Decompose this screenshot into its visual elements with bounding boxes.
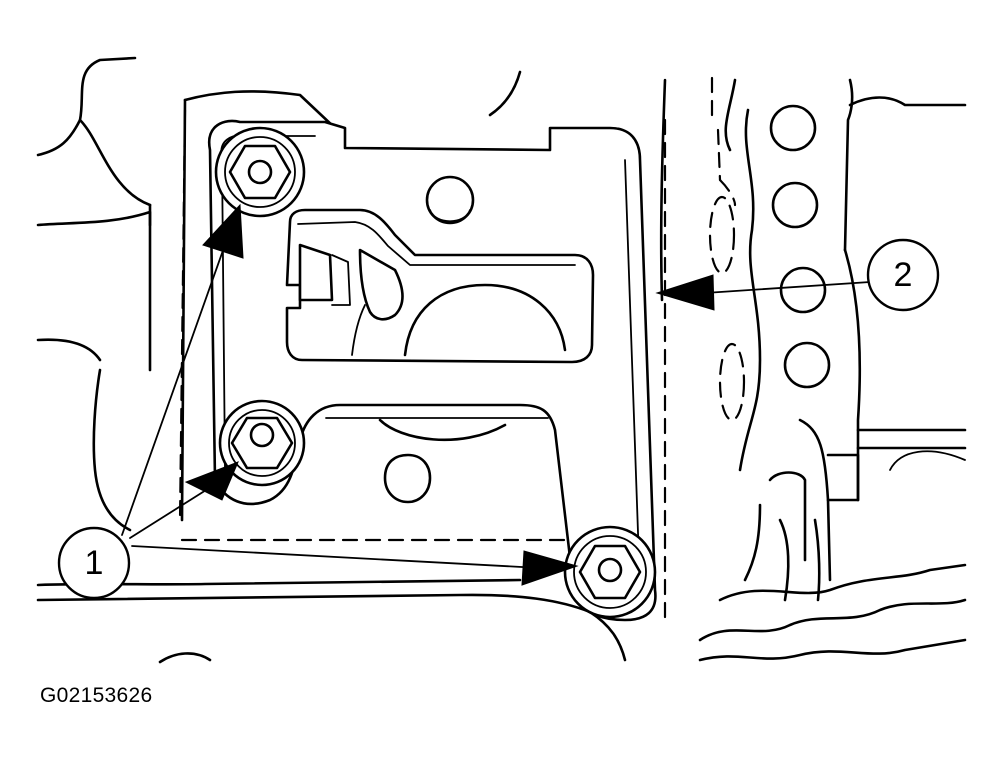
callout-1: 1 (57, 526, 131, 600)
bracket-icon (207, 119, 657, 622)
frame-holes (769, 104, 831, 389)
nut-icon-top (214, 126, 306, 218)
callout-2-label: 2 (894, 256, 913, 294)
figure-id-label: G02153626 (40, 684, 153, 707)
callout-2: 2 (866, 238, 940, 312)
hidden-lines (178, 76, 746, 622)
nut-icon-bottom (563, 525, 657, 619)
background-outlines (36, 56, 967, 664)
nut-icon-middle (218, 399, 306, 487)
leader-lines (121, 224, 871, 569)
arrow-icon (184, 203, 715, 586)
callout-1-label: 1 (85, 544, 104, 582)
